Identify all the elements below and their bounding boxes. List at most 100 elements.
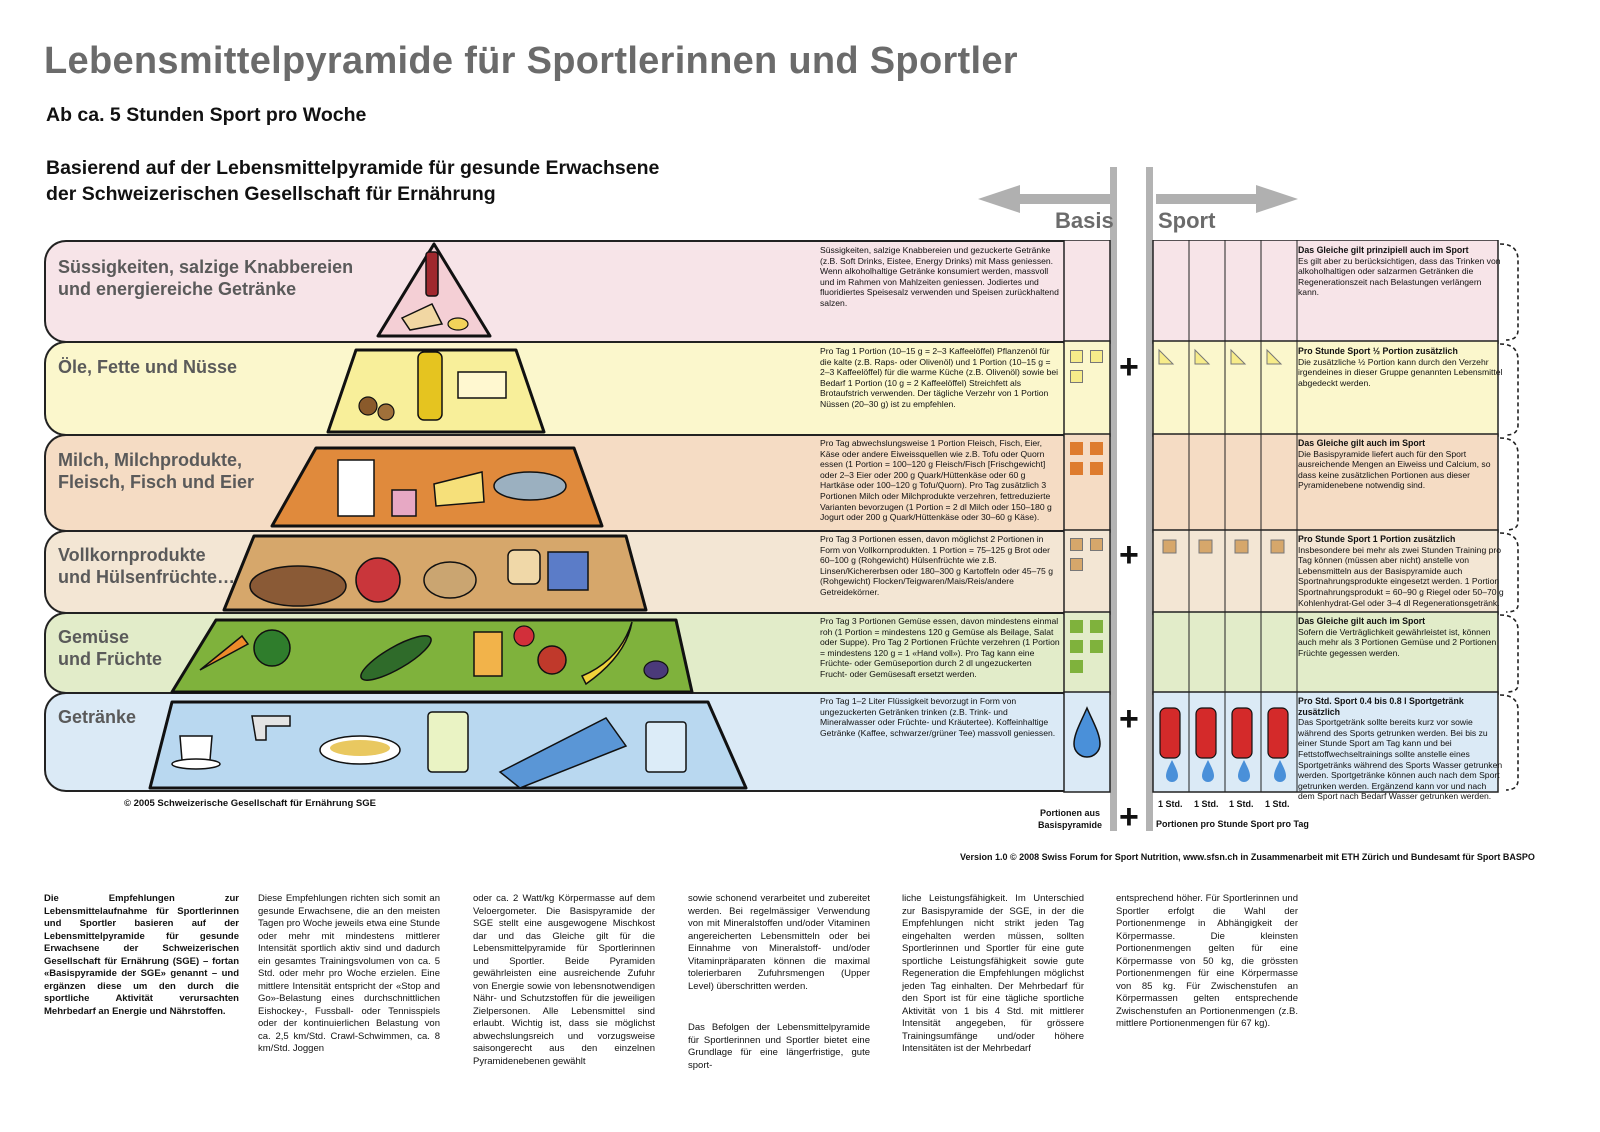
text-column-6: entsprechend höher. Für Sportlerinnen un… <box>1116 893 1298 1029</box>
portion-square <box>1090 620 1103 633</box>
text-column-1: Die Empfehlungen zur Lebensmittelaufnahm… <box>44 893 239 1017</box>
fish-icon <box>493 471 567 501</box>
level-desc-drinks: Pro Tag 1–2 Liter Flüssigkeit bevorzugt … <box>820 696 1056 738</box>
basis-line-2: der Schweizerischen Gesellschaft für Ern… <box>46 183 496 205</box>
sport-portions <box>1158 348 1285 554</box>
sport-bottle-icon <box>1231 707 1253 782</box>
level-desc-sweets: Süssigkeiten, salzige Knabbereien und ge… <box>820 245 1059 308</box>
portion-square <box>1090 350 1103 363</box>
coffee-cup-icon <box>179 735 213 761</box>
level-desc-grains: Pro Tag 3 Portionen essen, davon möglich… <box>820 534 1054 597</box>
cucumber-icon <box>360 635 432 681</box>
sport-divider-bar <box>1146 167 1153 831</box>
bread-icon <box>249 565 347 607</box>
chips-icon <box>447 317 469 331</box>
water-bottle-icon <box>498 717 628 789</box>
toast-icon <box>507 549 541 585</box>
copyright: © 2005 Schweizerische Gesellschaft für E… <box>124 798 376 809</box>
plus-sign: + <box>1119 348 1139 386</box>
portion-square <box>1070 660 1083 673</box>
level-desc-veg: Pro Tag 3 Portionen Gemüse essen, davon … <box>820 616 1060 679</box>
cheese-icon <box>433 471 485 507</box>
page-title: Lebensmittelpyramide für Sportlerinnen u… <box>44 40 1018 82</box>
basis-divider-bar <box>1110 167 1117 831</box>
version-note: Version 1.0 © 2008 Swiss Forum for Sport… <box>960 852 1535 862</box>
portion-square <box>1090 442 1103 455</box>
portion-square <box>1070 350 1083 363</box>
sport-bottle-icon <box>1267 707 1289 782</box>
butter-icon <box>457 371 507 399</box>
wine-bottle-icon <box>425 251 439 297</box>
portion-square <box>1090 462 1103 475</box>
portion-square <box>1070 558 1083 571</box>
water-drop-icon <box>1073 706 1101 758</box>
text-column-2: Diese Empfehlungen richten sich somit an… <box>258 893 440 1054</box>
level-desc-protein: Pro Tag abwechslungsweise 1 Portion Flei… <box>820 438 1052 523</box>
pasta-box-icon <box>547 551 589 591</box>
hour-label: 1 Std. <box>1229 799 1254 809</box>
portions-sport-label: Portionen pro Stunde Sport pro Tag <box>1156 819 1309 829</box>
portion-square <box>1070 640 1083 653</box>
level-label-drinks: Getränke <box>58 707 137 727</box>
arrow-graphics <box>978 167 1298 831</box>
level-label-protein: Milch, Milchprodukte,Fleisch, Fisch und … <box>58 450 255 492</box>
hour-label: 1 Std. <box>1194 799 1219 809</box>
carrot-icon <box>199 634 250 671</box>
hour-label: 1 Std. <box>1158 799 1183 809</box>
sport-note-drinks: Pro Std. Sport 0.4 bis 0.8 l Sportgeträn… <box>1298 696 1503 802</box>
plum-icon <box>643 660 669 680</box>
nuts-icon <box>358 396 378 416</box>
level-desc-oils: Pro Tag 1 Portion (10–15 g = 2–3 Kaffeel… <box>820 346 1059 409</box>
portion-square <box>1070 538 1083 551</box>
plus-sign: + <box>1119 536 1139 574</box>
portion-square <box>1070 620 1083 633</box>
half-portion-icon <box>1266 348 1283 365</box>
portion-square <box>1234 539 1249 554</box>
portion-square <box>1162 539 1177 554</box>
arrow-left-icon <box>978 185 1112 213</box>
water-glass-icon <box>645 721 687 773</box>
pyramid-tier-veg <box>170 618 694 694</box>
sport-bottle-icon <box>1195 707 1217 782</box>
half-portion-icon <box>1230 348 1247 365</box>
text-column-3: oder ca. 2 Watt/kg Körpermasse auf dem V… <box>473 893 655 1067</box>
food-pyramid-illustration <box>148 242 748 790</box>
subtitle: Ab ca. 5 Stunden Sport pro Woche <box>46 104 367 126</box>
header-basis: Basis <box>1055 208 1114 233</box>
tea-jug-icon <box>427 711 469 773</box>
hour-label: 1 Std. <box>1265 799 1290 809</box>
oil-bottle-icon <box>417 351 443 421</box>
arrow-right-icon <box>1156 185 1298 213</box>
text-column-4: sowie schonend verarbeitet und zubereite… <box>688 893 870 992</box>
strawberry-icon <box>513 625 535 647</box>
plus-sign: + <box>1119 798 1139 836</box>
text-column-5: liche Leistungsfähigkeit. Im Unterschied… <box>902 893 1084 1054</box>
portion-square <box>1070 442 1083 455</box>
plus-sign: + <box>1119 700 1139 738</box>
faucet-icon <box>251 715 291 741</box>
drink-portions <box>1073 706 1289 782</box>
milk-carton-icon <box>337 459 375 517</box>
juice-glass-icon <box>473 631 503 677</box>
basis-line-1: Basierend auf der Lebensmittelpyramide f… <box>46 157 660 179</box>
header-sport: Sport <box>1158 208 1216 233</box>
portion-square <box>1090 538 1103 551</box>
half-portion-icon <box>1158 348 1175 365</box>
potato-icon <box>423 561 477 599</box>
portion-square <box>1270 539 1285 554</box>
cake-icon <box>400 303 444 331</box>
banana-icon <box>580 621 633 686</box>
apple-icon <box>537 645 567 675</box>
portion-square <box>1070 462 1083 475</box>
sport-note-sweets: Das Gleiche gilt prinzipiell auch im Spo… <box>1298 245 1501 298</box>
bowl-icon <box>355 557 401 603</box>
text-column-4b: Das Befolgen der Lebensmittelpyramide fü… <box>688 1022 870 1071</box>
